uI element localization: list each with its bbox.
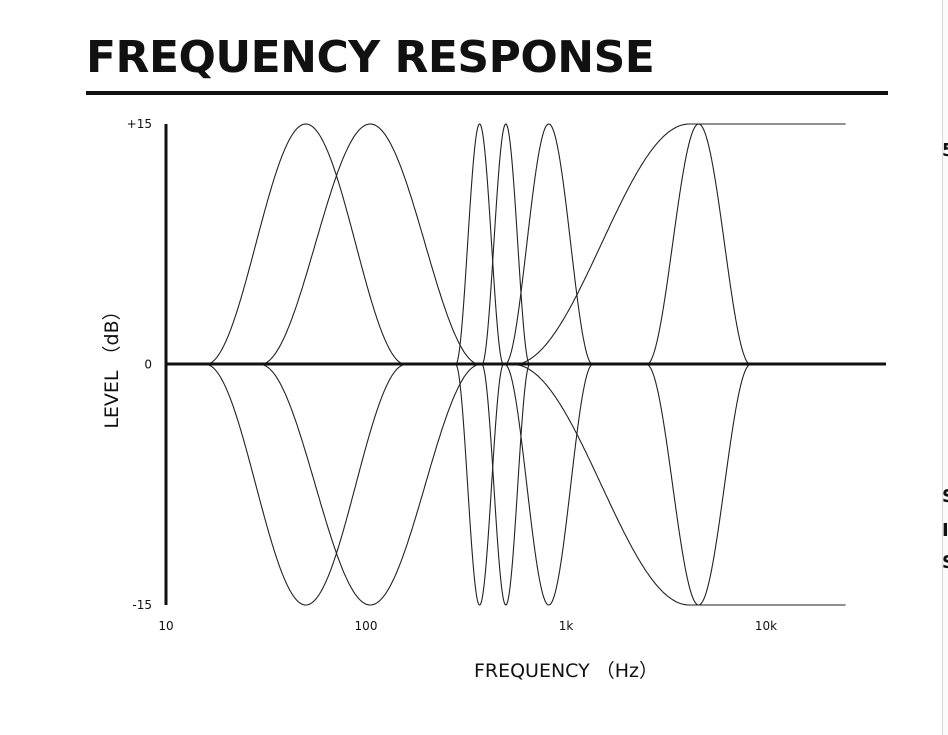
eq-bell-curve	[455, 123, 504, 366]
right-edge-strip: 5 S I S	[942, 0, 948, 735]
edge-fragment-mark: 5	[942, 140, 948, 161]
x-tick-label: 10k	[755, 619, 777, 633]
x-tick-label: 10	[158, 619, 173, 633]
page-title: FREQUENCY RESPONSE	[86, 32, 655, 83]
eq-bell-curve	[504, 123, 593, 366]
eq-bell-curve	[481, 363, 530, 606]
eq-bell-curve	[504, 363, 593, 606]
eq-bell-curve	[260, 123, 481, 366]
eq-bell-curve	[260, 363, 481, 606]
curves-group	[205, 123, 846, 606]
edge-fragment-mark: S	[942, 486, 948, 507]
x-tick-label: 1k	[559, 619, 574, 633]
x-tick-label: 100	[355, 619, 378, 633]
eq-bell-curve	[646, 363, 751, 606]
eq-shelf-curve	[474, 123, 846, 366]
eq-bell-curve	[205, 123, 406, 366]
eq-bell-curve	[455, 363, 504, 606]
y-axis-label: LEVEL （dB）	[101, 301, 123, 428]
x-ticks: 10 100 1k 10k	[158, 619, 777, 633]
y-ticks: +15 0 -15	[127, 117, 152, 612]
title-rule	[86, 91, 888, 95]
eq-bell-curve	[646, 123, 751, 366]
x-axis-label: FREQUENCY （Hz）	[474, 660, 658, 682]
eq-bell-curve	[481, 123, 530, 366]
eq-shelf-curve	[474, 363, 846, 606]
y-tick-label: +15	[127, 117, 152, 131]
y-tick-label: -15	[132, 598, 152, 612]
edge-fragment-mark: S	[942, 552, 948, 573]
y-tick-label: 0	[144, 358, 152, 372]
edge-fragment-mark: I	[942, 520, 948, 541]
eq-bell-curve	[205, 363, 406, 606]
